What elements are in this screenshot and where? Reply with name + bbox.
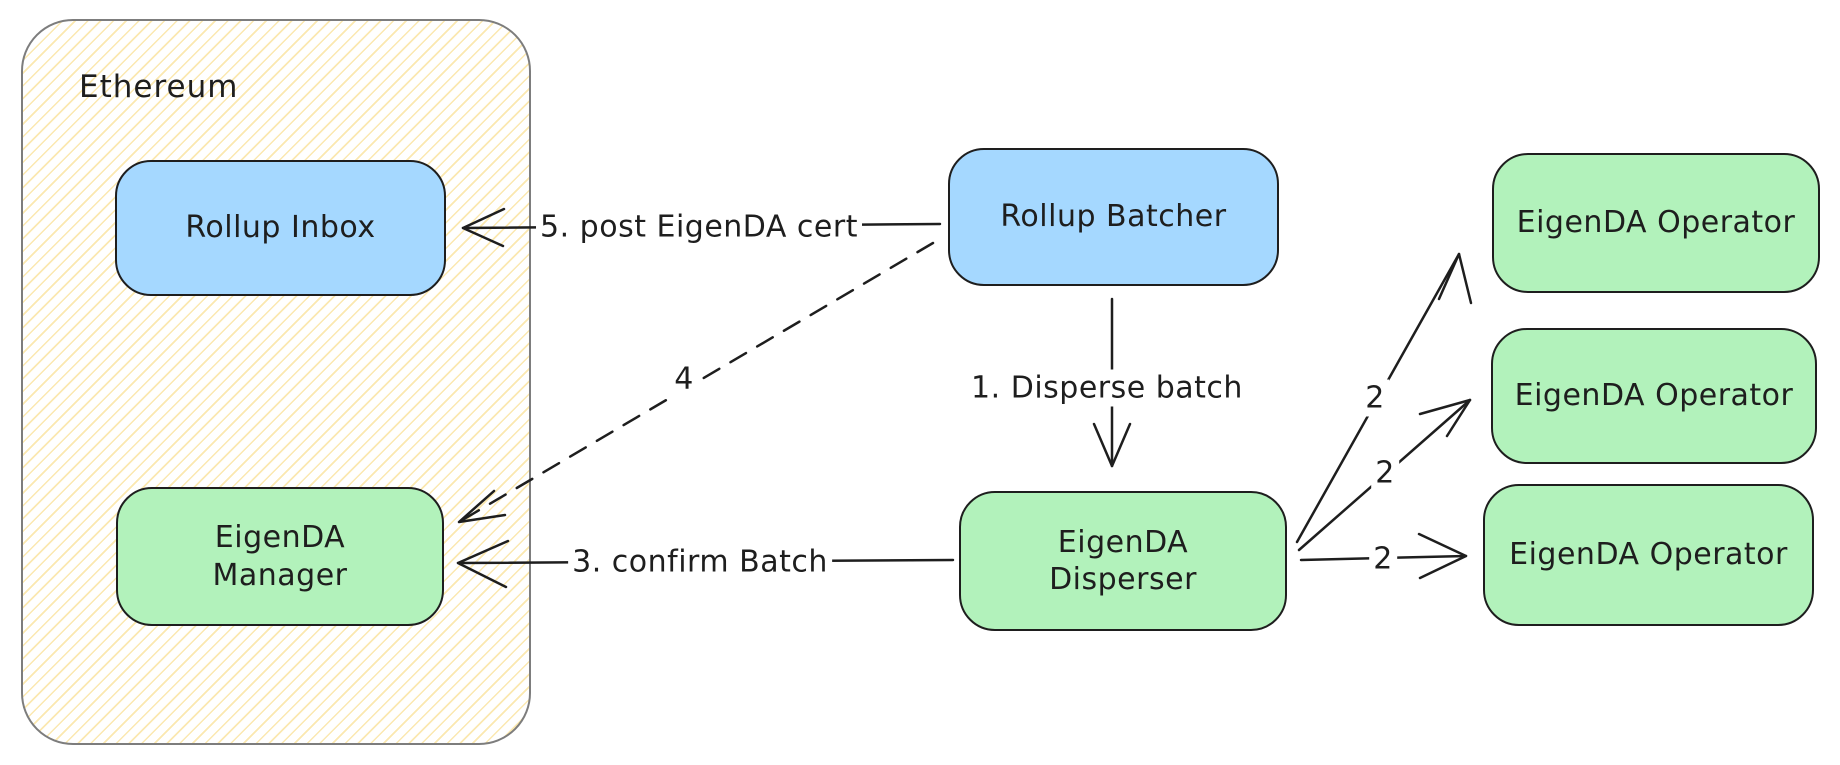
node-eigenda-disperser: EigenDA Disperser (959, 491, 1287, 631)
edge-label-2-top: 2 (1361, 379, 1389, 417)
edge-label-confirm-batch: 3. confirm Batch (568, 543, 832, 581)
ethereum-label: Ethereum (79, 69, 239, 105)
edge-4-arrowhead (457, 489, 507, 524)
edge-store-chunks-1-arrowhead (1437, 252, 1473, 305)
edge-disperse-batch-arrowhead (1092, 422, 1132, 468)
node-eigenda-operator-1: EigenDA Operator (1492, 153, 1820, 293)
node-eigenda-operator-3: EigenDA Operator (1483, 484, 1814, 626)
edge-post-cert-arrowhead (461, 207, 506, 248)
node-eigenda-operator-2: EigenDA Operator (1491, 328, 1817, 464)
edge-store-chunks-3-arrowhead (1417, 532, 1468, 580)
edge-confirm-batch-arrowhead (456, 539, 510, 589)
node-eigenda-manager: EigenDA Manager (116, 487, 444, 626)
node-rollup-inbox: Rollup Inbox (115, 160, 446, 296)
edge-label-2-bottom: 2 (1369, 540, 1397, 578)
edge-label-post-cert: 5. post EigenDA cert (536, 208, 862, 246)
edge-store-chunks-2-arrowhead (1418, 398, 1472, 438)
edge-label-4: 4 (670, 360, 698, 398)
node-rollup-batcher: Rollup Batcher (948, 148, 1279, 286)
edge-label-2-middle: 2 (1371, 454, 1399, 492)
edge-label-disperse-batch: 1. Disperse batch (967, 369, 1247, 407)
